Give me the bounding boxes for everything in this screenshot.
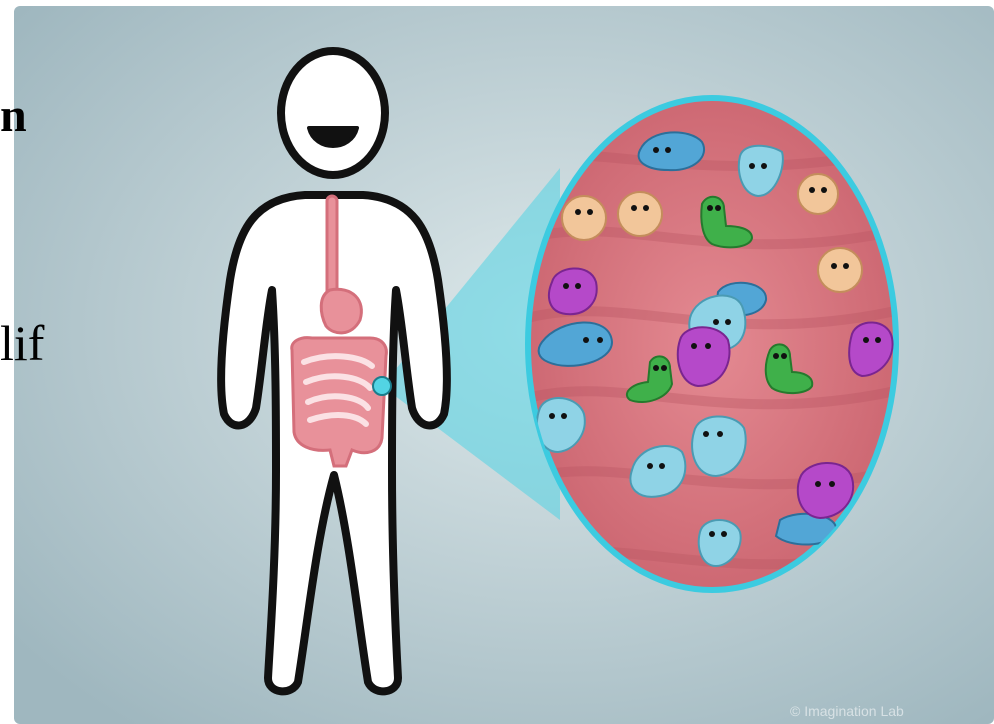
- microbe-peach-3: [798, 174, 838, 214]
- microbe-peach-4: [818, 248, 862, 292]
- esophagus: [327, 196, 337, 296]
- slide-text-fragment-middle: lif: [0, 318, 44, 368]
- microbe-peach-2: [618, 192, 662, 236]
- magnifier-focus-point: [373, 377, 391, 395]
- microbe-peach-1: [562, 196, 606, 240]
- person-head: [281, 51, 385, 175]
- watermark: © Imagination Lab: [790, 703, 904, 719]
- microbe-purple-1: [549, 268, 597, 314]
- stomach: [321, 289, 361, 333]
- slide-text-fragment-top: n: [0, 92, 27, 140]
- magnified-lens: [520, 98, 900, 590]
